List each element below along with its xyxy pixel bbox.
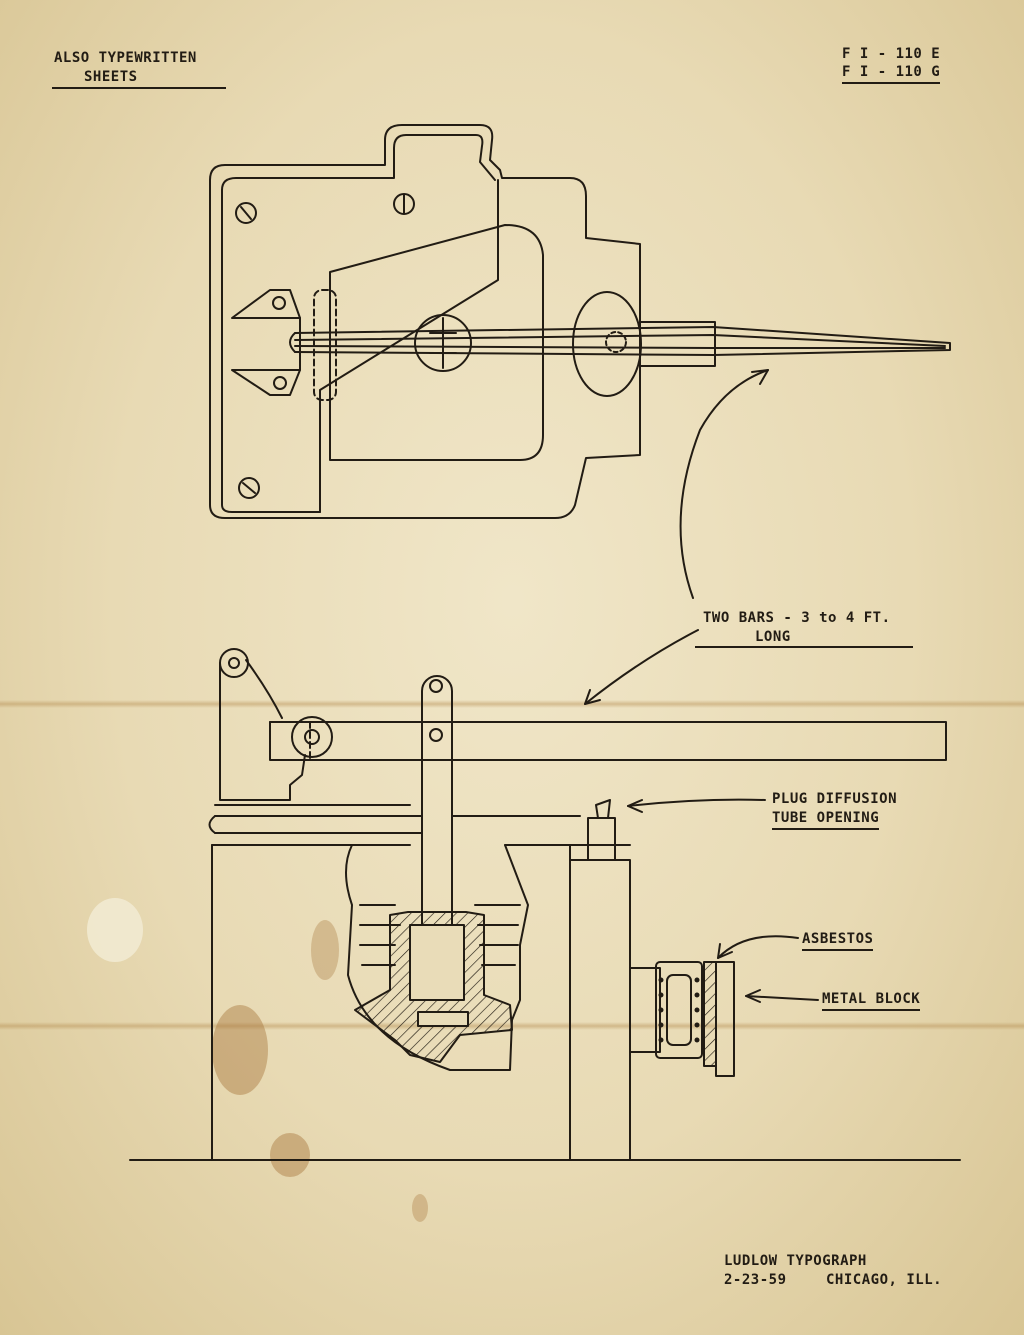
callout-arrows [584,369,819,1003]
note-line-1: ALSO TYPEWRITTEN [54,50,197,66]
side-view-drawing [129,648,961,1161]
company-name: LUDLOW TYPOGRAPH [724,1253,867,1269]
code-line-2: F I - 110 G [842,64,941,84]
bars-label-line-1: TWO BARS - 3 to 4 FT. [703,610,891,626]
drawing-date: 2-23-59 [724,1272,787,1288]
note-underline [52,87,226,89]
bars-label-underline [695,646,913,648]
water-stains [87,898,428,1222]
plug-label-line-2: TUBE OPENING [772,810,880,830]
note-line-2: SHEETS [84,69,138,85]
top-view-drawing [209,124,951,519]
horizontal-fold-crease [0,700,1024,708]
company-city: CHICAGO, ILL. [826,1272,943,1288]
bars-label-line-2: LONG [755,629,791,645]
asbestos-label: ASBESTOS [802,931,874,951]
metal-block-label: METAL BLOCK [822,991,921,1011]
code-line-1: F I - 110 E [842,46,941,62]
plug-label-line-1: PLUG DIFFUSION [772,791,898,807]
